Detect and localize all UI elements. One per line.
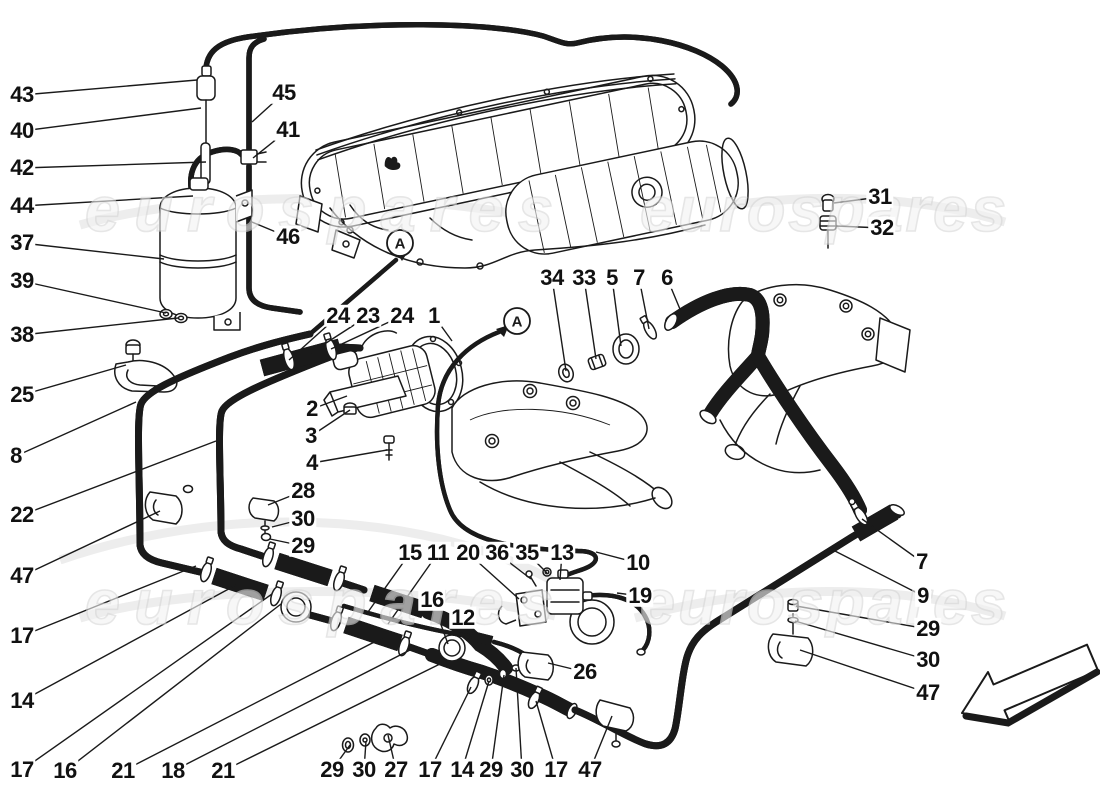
callout-label-42: 42 xyxy=(8,154,36,180)
callout-label-17: 17 xyxy=(416,756,444,782)
callout-label-9: 9 xyxy=(915,582,931,608)
callout-label-20: 20 xyxy=(454,539,482,565)
marker-A-1: A xyxy=(503,307,531,335)
watermark-text: eurospares xyxy=(640,175,1008,245)
check-valve-drawing xyxy=(280,591,312,623)
callout-label-4: 4 xyxy=(304,449,320,475)
callout-label-24: 24 xyxy=(324,302,352,328)
callout-label-16: 16 xyxy=(418,586,446,612)
tee-fitting-41 xyxy=(240,149,258,165)
callout-label-28: 28 xyxy=(289,477,317,503)
callout-label-1: 1 xyxy=(426,302,442,328)
pipe-9-drawing xyxy=(571,503,905,746)
callout-label-21: 21 xyxy=(109,757,137,783)
callout-label-33: 33 xyxy=(570,264,598,290)
callout-label-37: 37 xyxy=(8,229,36,255)
callout-label-32: 32 xyxy=(868,214,896,240)
flow-markers: AA xyxy=(386,229,531,335)
callout-label-46: 46 xyxy=(274,223,302,249)
left-manifold-drawing xyxy=(451,380,673,510)
mount-clips-drawing xyxy=(144,484,814,753)
callout-label-8: 8 xyxy=(8,442,24,468)
callout-label-13: 13 xyxy=(548,539,576,565)
callout-label-15: 15 xyxy=(396,539,424,565)
callout-label-47: 47 xyxy=(576,756,604,782)
callout-label-11: 11 xyxy=(424,539,452,565)
clamp-26-drawing xyxy=(517,651,554,681)
callout-label-30: 30 xyxy=(289,505,317,531)
callout-label-17: 17 xyxy=(8,756,36,782)
callout-label-16: 16 xyxy=(51,757,79,783)
vacuum-hoses-drawing xyxy=(341,325,649,659)
svg-text:A: A xyxy=(395,236,406,253)
callout-label-45: 45 xyxy=(270,79,298,105)
engine-drawing xyxy=(295,73,749,270)
callout-label-34: 34 xyxy=(538,264,566,290)
callout-label-44: 44 xyxy=(8,192,36,218)
callout-label-35: 35 xyxy=(513,539,541,565)
hose-clamps-drawing xyxy=(199,315,869,710)
callout-label-29: 29 xyxy=(477,756,505,782)
clamp-47-right-drawing xyxy=(767,633,814,667)
callout-label-3: 3 xyxy=(303,422,319,448)
callout-label-30: 30 xyxy=(350,756,378,782)
callout-label-39: 39 xyxy=(8,267,36,293)
callout-label-7: 7 xyxy=(631,264,647,290)
solenoid-valve-drawing xyxy=(497,567,615,645)
callout-label-14: 14 xyxy=(448,756,476,782)
callout-label-24: 24 xyxy=(388,302,416,328)
callout-label-5: 5 xyxy=(604,264,620,290)
callout-label-18: 18 xyxy=(159,757,187,783)
fitting-31-32-drawing xyxy=(819,193,837,249)
callout-label-2: 2 xyxy=(304,395,320,421)
callout-label-36: 36 xyxy=(483,539,511,565)
callout-label-21: 21 xyxy=(209,757,237,783)
callout-label-29: 29 xyxy=(914,615,942,641)
callout-label-23: 23 xyxy=(354,302,382,328)
callout-label-12: 12 xyxy=(449,604,477,630)
callout-label-30: 30 xyxy=(914,646,942,672)
prancing-horse-emblem xyxy=(384,156,401,170)
callout-label-14: 14 xyxy=(8,687,36,713)
callout-label-19: 19 xyxy=(626,582,654,608)
y-hose-drawing xyxy=(557,294,867,517)
callout-label-31: 31 xyxy=(866,183,894,209)
canister-drawing xyxy=(159,177,253,331)
filter-drawing xyxy=(196,65,216,197)
callout-label-40: 40 xyxy=(8,117,36,143)
vent-hoses-drawing xyxy=(191,25,737,315)
svg-text:A: A xyxy=(512,314,523,331)
callout-label-17: 17 xyxy=(8,622,36,648)
callout-label-43: 43 xyxy=(8,81,36,107)
callout-label-17: 17 xyxy=(542,756,570,782)
clamp-47-bottom-drawing xyxy=(595,699,635,732)
callout-label-47: 47 xyxy=(8,562,36,588)
callout-label-26: 26 xyxy=(571,658,599,684)
check-valve-2-drawing xyxy=(438,634,466,662)
marker-A-0: A xyxy=(386,229,414,257)
callout-label-38: 38 xyxy=(8,321,36,347)
callout-label-29: 29 xyxy=(289,532,317,558)
callout-label-41: 41 xyxy=(274,116,302,142)
callout-label-25: 25 xyxy=(8,381,36,407)
grommet-27-group-drawing xyxy=(341,723,409,753)
watermark-text: eurospares xyxy=(640,568,1008,638)
direction-arrow xyxy=(961,643,1100,727)
callout-label-7: 7 xyxy=(914,548,930,574)
callout-label-47: 47 xyxy=(914,679,942,705)
callout-label-6: 6 xyxy=(659,264,675,290)
callout-label-27: 27 xyxy=(382,756,410,782)
callout-label-30: 30 xyxy=(508,756,536,782)
callout-label-10: 10 xyxy=(624,549,652,575)
callout-label-22: 22 xyxy=(8,501,36,527)
callout-label-29: 29 xyxy=(318,756,346,782)
air-pump-drawing xyxy=(323,330,464,461)
valve-5-drawing xyxy=(612,333,640,365)
